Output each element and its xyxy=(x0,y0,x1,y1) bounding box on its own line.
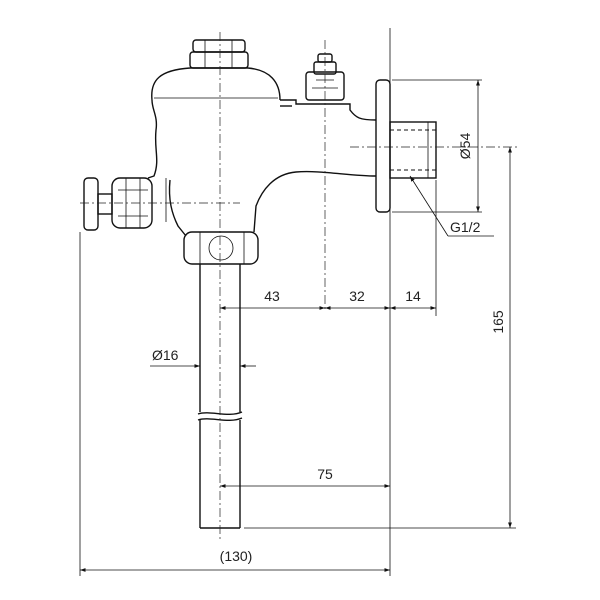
valve-body xyxy=(83,39,437,529)
dimension-d16-label: Ø16 xyxy=(152,347,179,363)
dimension-75-label: 75 xyxy=(317,466,333,482)
dimension-d54-label: Ø54 xyxy=(457,133,473,160)
dimension-43-label: 43 xyxy=(264,288,280,304)
dimension-165-label: 165 xyxy=(490,310,506,334)
dimension-g12-label: G1/2 xyxy=(450,219,481,235)
dimension-14-label: 14 xyxy=(405,288,421,304)
centerlines xyxy=(80,32,520,540)
dimension-130-label: (130) xyxy=(220,548,253,564)
g12-leader xyxy=(409,175,449,237)
extension-lines xyxy=(79,28,516,576)
dimension-32-label: 32 xyxy=(349,288,365,304)
